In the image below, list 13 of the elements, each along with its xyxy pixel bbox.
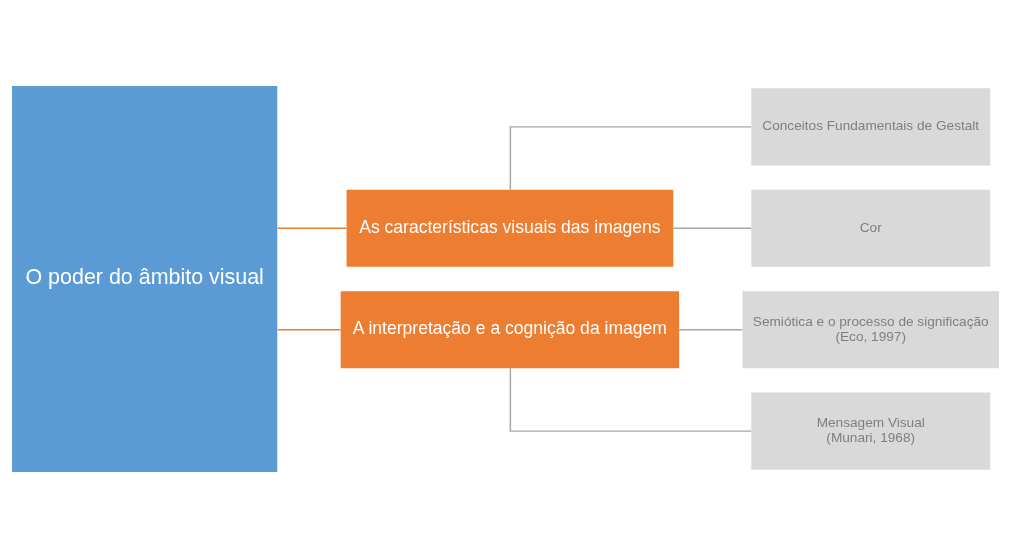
node-box: O poder do âmbito visual <box>12 85 278 473</box>
connector <box>509 367 752 432</box>
node-box: Mensagem Visual (Munari, 1968) <box>751 392 991 470</box>
node-box: Cor <box>751 189 991 267</box>
node-box: Conceitos Fundamentais de Gestalt <box>751 88 991 166</box>
node-box: A interpretação e a cognição da imagem <box>340 291 680 369</box>
node-box: Semiótica e o processo de significação (Eco, 1997) <box>742 291 999 369</box>
connector <box>276 227 348 229</box>
node-box: As características visuais das imagens <box>346 189 674 267</box>
connector <box>672 227 752 229</box>
connector <box>678 328 744 331</box>
connector <box>276 328 342 331</box>
connector <box>509 126 752 191</box>
